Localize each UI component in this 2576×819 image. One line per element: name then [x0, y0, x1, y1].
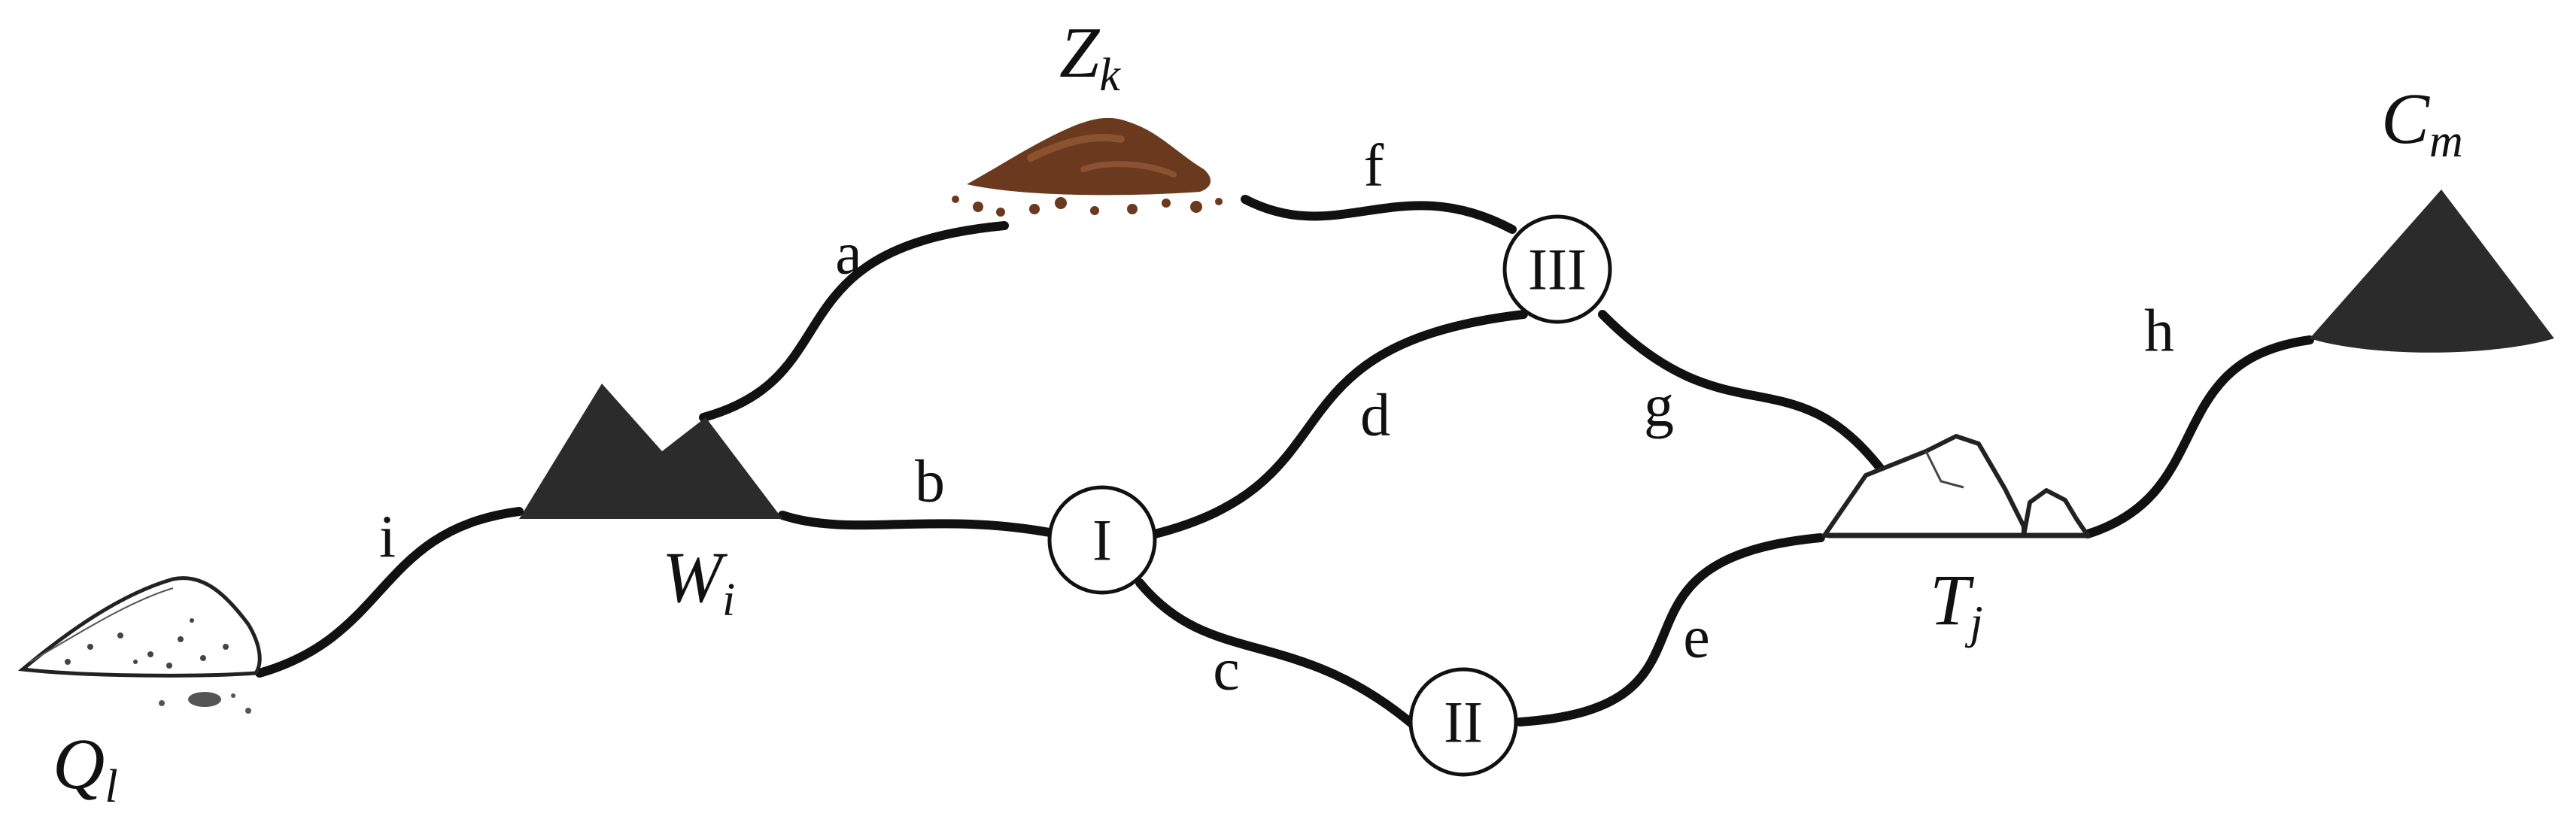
- site-label-W-sub: i: [722, 575, 735, 626]
- site-label-Z-letter: Z: [1059, 12, 1101, 93]
- site-label-W: Wi: [662, 537, 735, 626]
- site-label-Z-sub: k: [1099, 50, 1121, 101]
- node-II: II: [1408, 667, 1518, 777]
- edge-label-d: d: [1360, 382, 1390, 448]
- site-label-Q-sub: l: [105, 761, 117, 812]
- edge-label-b: b: [915, 448, 945, 514]
- site-label-W-letter: W: [662, 537, 728, 617]
- site-label-C-letter: C: [2381, 78, 2430, 159]
- site-label-Z: Zk: [1059, 12, 1121, 101]
- node-III-label: III: [1528, 237, 1587, 302]
- edge-d: [1150, 310, 1528, 538]
- node-III: III: [1502, 214, 1612, 324]
- double-mountain-dark-icon: [519, 384, 782, 519]
- edge-g: [1598, 310, 1889, 478]
- edge-b: [778, 511, 1054, 537]
- site-label-T-letter: T: [1930, 560, 1975, 640]
- sand-pile-outline-icon: [17, 576, 262, 714]
- edge-c: [1135, 578, 1419, 730]
- node-II-label: II: [1444, 690, 1483, 755]
- edge-label-e: e: [1683, 604, 1710, 670]
- node-III-circle: [1502, 214, 1612, 324]
- edge-label-i: i: [379, 504, 396, 570]
- edge-h: [2083, 335, 2314, 538]
- node-I-circle: [1047, 485, 1157, 595]
- edge-label-c: c: [1213, 636, 1240, 702]
- edge-a: [699, 221, 1009, 422]
- site-label-C-sub: m: [2429, 116, 2463, 167]
- cone-pile-dark-icon: [2310, 190, 2554, 353]
- node-I: I: [1047, 485, 1157, 595]
- edge-label-g: g: [1644, 373, 1674, 439]
- edge-i: [255, 507, 524, 678]
- soil-pile-brown-icon: [952, 117, 1223, 217]
- rock-pile-outline-icon: [1822, 434, 2090, 538]
- edge-label-h: h: [2144, 298, 2174, 364]
- site-label-T: Tj: [1930, 560, 1983, 648]
- edge-label-f: f: [1364, 132, 1384, 199]
- site-label-Q: Ql: [53, 723, 118, 812]
- site-label-C: Cm: [2381, 78, 2463, 167]
- edge-label-a: a: [835, 220, 862, 287]
- node-I-label: I: [1092, 508, 1112, 573]
- node-II-circle: [1408, 667, 1518, 777]
- edge-e: [1515, 533, 1825, 726]
- edge-f: [1241, 195, 1517, 234]
- site-label-Q-letter: Q: [53, 723, 105, 804]
